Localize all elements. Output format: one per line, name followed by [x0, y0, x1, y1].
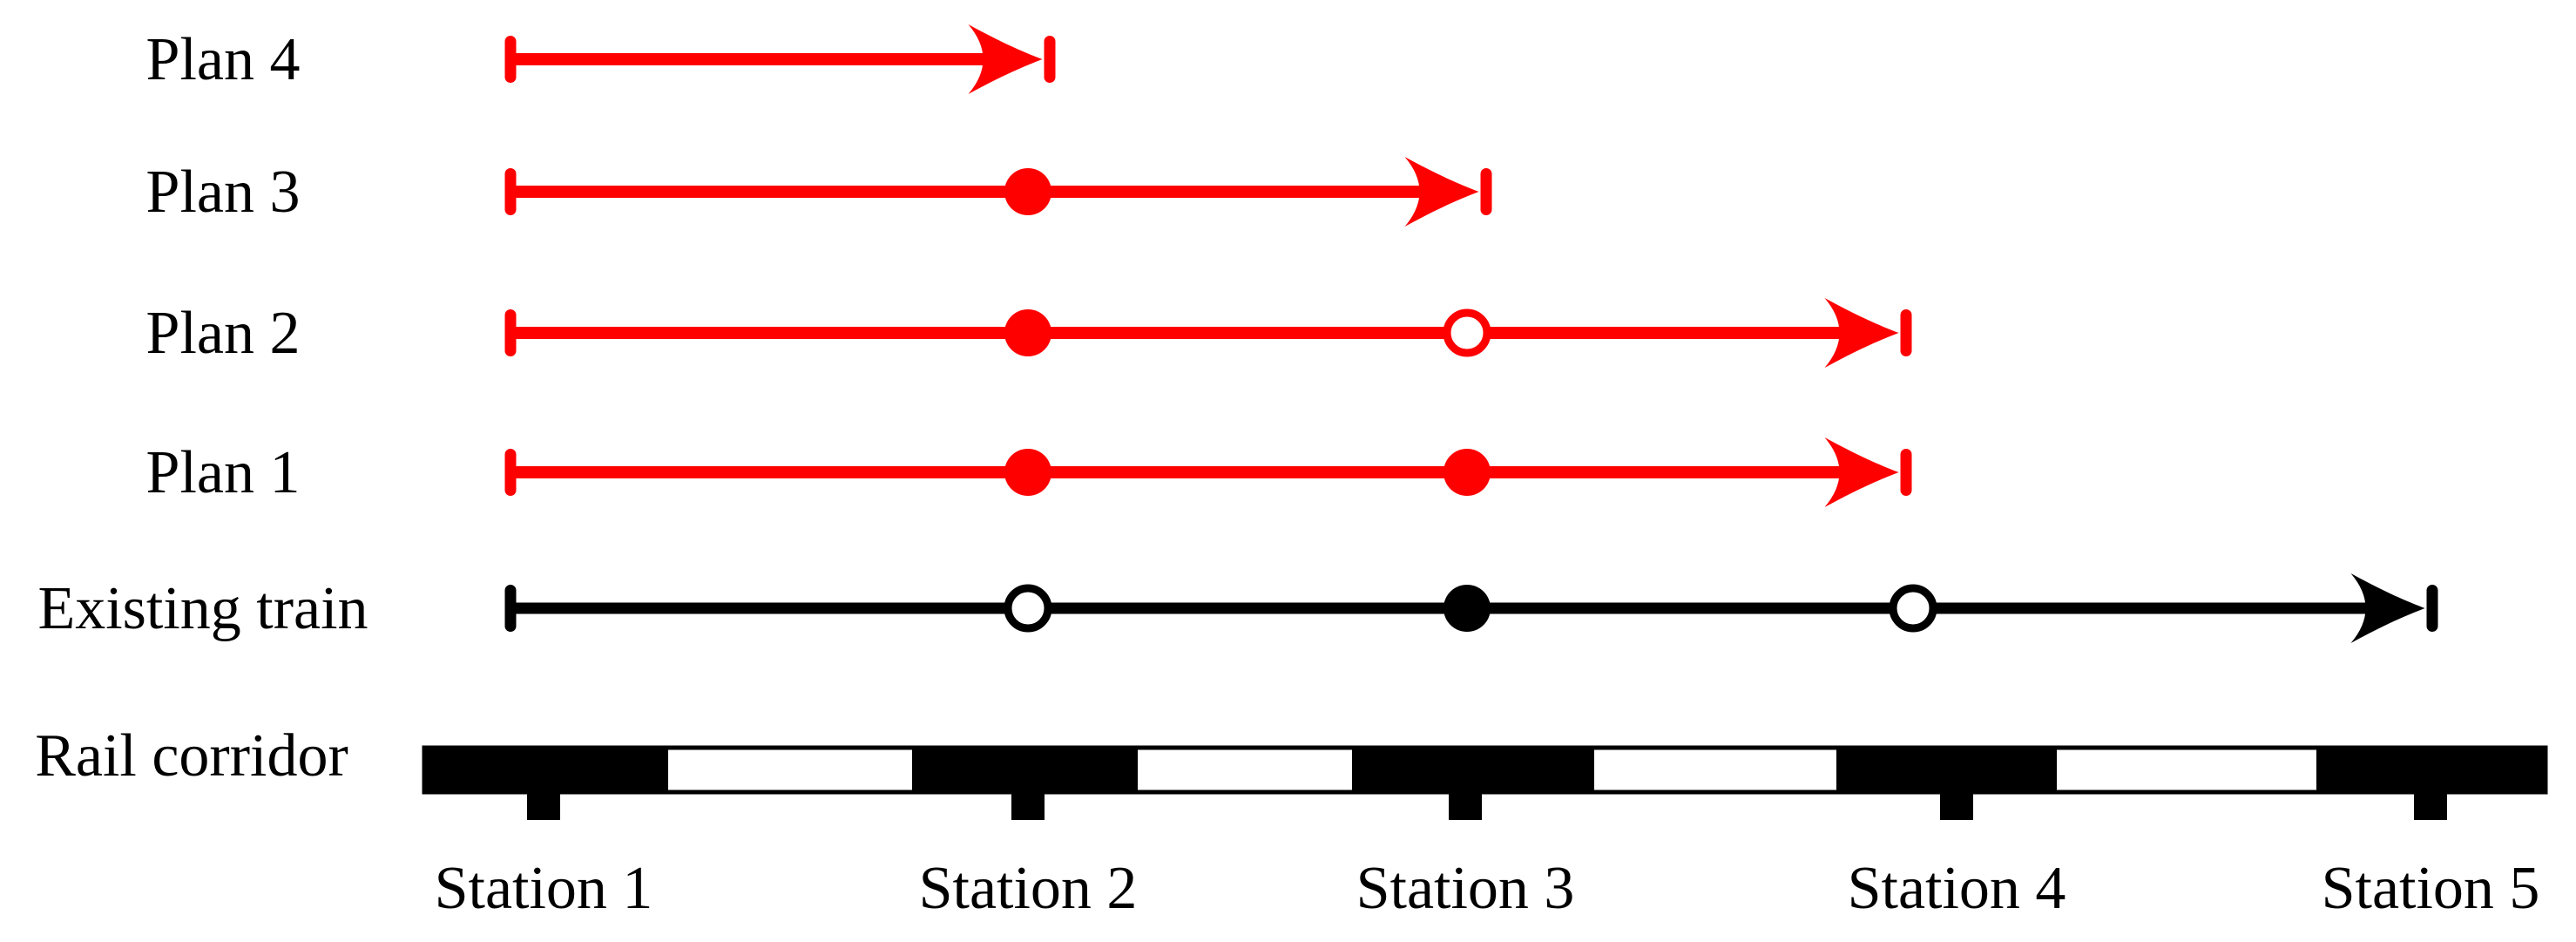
row-label-plan-2: Plan 2 [146, 300, 301, 367]
station-label-3: Station 3 [1356, 855, 1575, 922]
station-label-4: Station 4 [1848, 855, 2066, 922]
end-tick-plan-3 [1480, 168, 1492, 215]
row-existing-train: Existing train [37, 573, 2438, 643]
corridor-black-segment-5 [2316, 748, 2546, 792]
station-label-1: Station 1 [435, 855, 653, 922]
arrowhead-plan-2 [1824, 298, 1899, 368]
arrowhead-plan-4 [968, 24, 1043, 94]
stop-circle-filled-station-3-plan-1 [1444, 449, 1491, 496]
station-label-2: Station 2 [919, 855, 1138, 922]
arrowhead-plan-1 [1824, 437, 1899, 507]
station-tick-1 [527, 792, 560, 820]
rail-corridor-label: Rail corridor [35, 722, 348, 790]
row-plan-4: Plan 4 [146, 24, 1056, 94]
rail-corridor-row: Rail corridor [35, 722, 2548, 820]
station-tick-2 [1011, 792, 1045, 820]
row-label-existing-train: Existing train [37, 575, 368, 642]
row-label-plan-1: Plan 1 [146, 439, 301, 506]
row-label-plan-3: Plan 3 [146, 159, 301, 226]
end-tick-plan-2 [1900, 309, 1912, 356]
row-plan-2: Plan 2 [146, 298, 1912, 368]
corridor-black-segment-2 [912, 748, 1138, 792]
row-label-plan-4: Plan 4 [146, 26, 301, 93]
row-plan-3: Plan 3 [146, 157, 1492, 227]
arrowhead-plan-3 [1404, 157, 1479, 227]
station-tick-5 [2414, 792, 2447, 820]
corridor-black-segment-1 [424, 748, 668, 792]
stop-circle-open-station-2-existing-train [1004, 584, 1052, 633]
corridor-black-segment-3 [1352, 748, 1594, 792]
station-tick-3 [1449, 792, 1482, 820]
station-label-5: Station 5 [2322, 855, 2540, 922]
stop-circle-filled-station-2-plan-1 [1004, 449, 1051, 496]
end-tick-existing-train [2426, 585, 2438, 632]
stop-circle-open-station-3-plan-2 [1443, 308, 1491, 357]
row-plan-1: Plan 1 [146, 437, 1912, 507]
stop-circle-filled-station-2-plan-3 [1004, 168, 1051, 215]
stop-circle-filled-station-3-existing-train [1444, 585, 1491, 632]
station-tick-4 [1940, 792, 1973, 820]
stop-circle-open-station-4-existing-train [1889, 584, 1937, 633]
stop-circle-filled-station-2-plan-2 [1004, 309, 1051, 356]
end-tick-plan-1 [1900, 449, 1912, 496]
arrowhead-existing-train [2350, 573, 2425, 643]
end-tick-plan-4 [1044, 36, 1056, 83]
corridor-black-segment-4 [1836, 748, 2057, 792]
